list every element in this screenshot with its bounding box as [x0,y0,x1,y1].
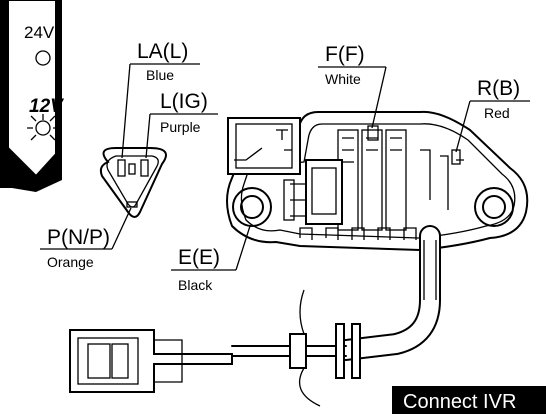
e-mounting-eye [232,187,272,227]
l-terminal-pin [140,159,149,177]
la-terminal-pin [117,159,126,177]
wire-harness [231,225,441,407]
indicator-lamp-lit-icon [27,114,59,141]
f-wire-color: White [325,71,361,87]
regulator-ic-box [227,117,301,175]
regulator-body [226,110,529,252]
p-wire-color: Orange [47,254,94,270]
l-terminal-callout: L(IG) Purple [145,90,218,159]
r-terminal-label: R(B) [477,77,520,100]
alternator-connector [99,147,167,218]
f-terminal-label: F(F) [325,43,365,66]
indicator-lamp-off-icon [35,50,51,66]
harness-plug [69,329,233,393]
voltage-24v-label: 24V [24,23,55,42]
banner-background [392,386,546,414]
l-terminal-label: L(IG) [160,90,208,113]
connect-ivr-banner: Connect IVR [392,386,546,414]
banner-text: Connect IVR [403,391,516,413]
r-wire-color: Red [484,105,510,121]
p-terminal-label: P(N/P) [47,226,110,249]
e-terminal-callout: E(E) Black [171,225,251,293]
p-terminal-callout: P(N/P) Orange [40,207,132,270]
e-terminal-label: E(E) [178,246,220,269]
la-terminal-label: LA(L) [137,40,188,63]
p-terminal-pin [126,201,138,208]
la-wire-color: Blue [146,67,174,83]
r-terminal-callout: R(B) Red [455,77,530,153]
f-terminal-callout: F(F) White [318,43,387,129]
e-wire-color: Black [178,277,213,293]
voltage-tag: 24V 12V [0,0,64,192]
voltage-12v-label: 12V [29,96,64,117]
la-terminal-callout: LA(L) Blue [121,40,200,159]
harness-grommet [335,323,345,379]
r-mounting-eye [474,187,514,227]
l-wire-color: Purple [160,119,201,135]
